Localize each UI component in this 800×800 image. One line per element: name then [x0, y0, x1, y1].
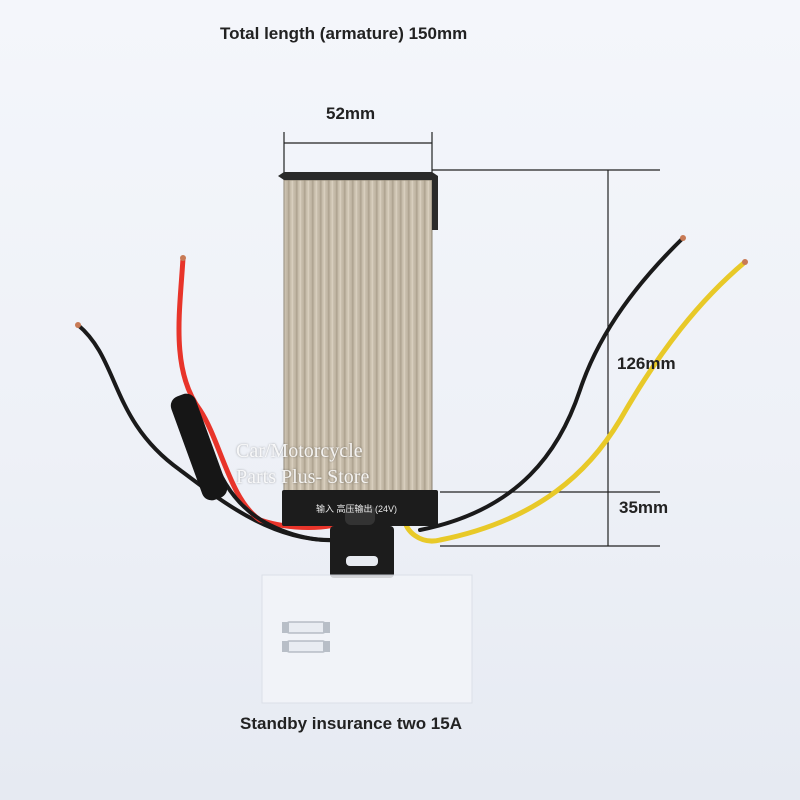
width-dimension-label: 52mm — [326, 104, 376, 123]
right-black-wire — [418, 236, 685, 532]
fuse-holder — [170, 393, 228, 501]
spare-fuses-bag — [261, 574, 473, 704]
device-nameplate: 输入 高压输出 (24V) — [316, 504, 398, 514]
yellow-wire — [402, 259, 748, 544]
converter-housing — [278, 172, 438, 578]
height-dimension-label: 126mm — [617, 354, 676, 373]
spare-fuses-label: Standby insurance two 15A — [240, 714, 462, 733]
store-watermark: Car/Motorcycle Parts Plus- Store — [236, 438, 369, 490]
watermark-line-2: Parts Plus- Store — [236, 466, 370, 488]
base-dimension-label: 35mm — [619, 498, 669, 517]
watermark-line-1: Car/Motorcycle — [236, 440, 363, 462]
dimension-lines — [283, 132, 660, 547]
red-wire — [176, 255, 351, 530]
total-length-label: Total length (armature) 150mm — [220, 24, 468, 43]
